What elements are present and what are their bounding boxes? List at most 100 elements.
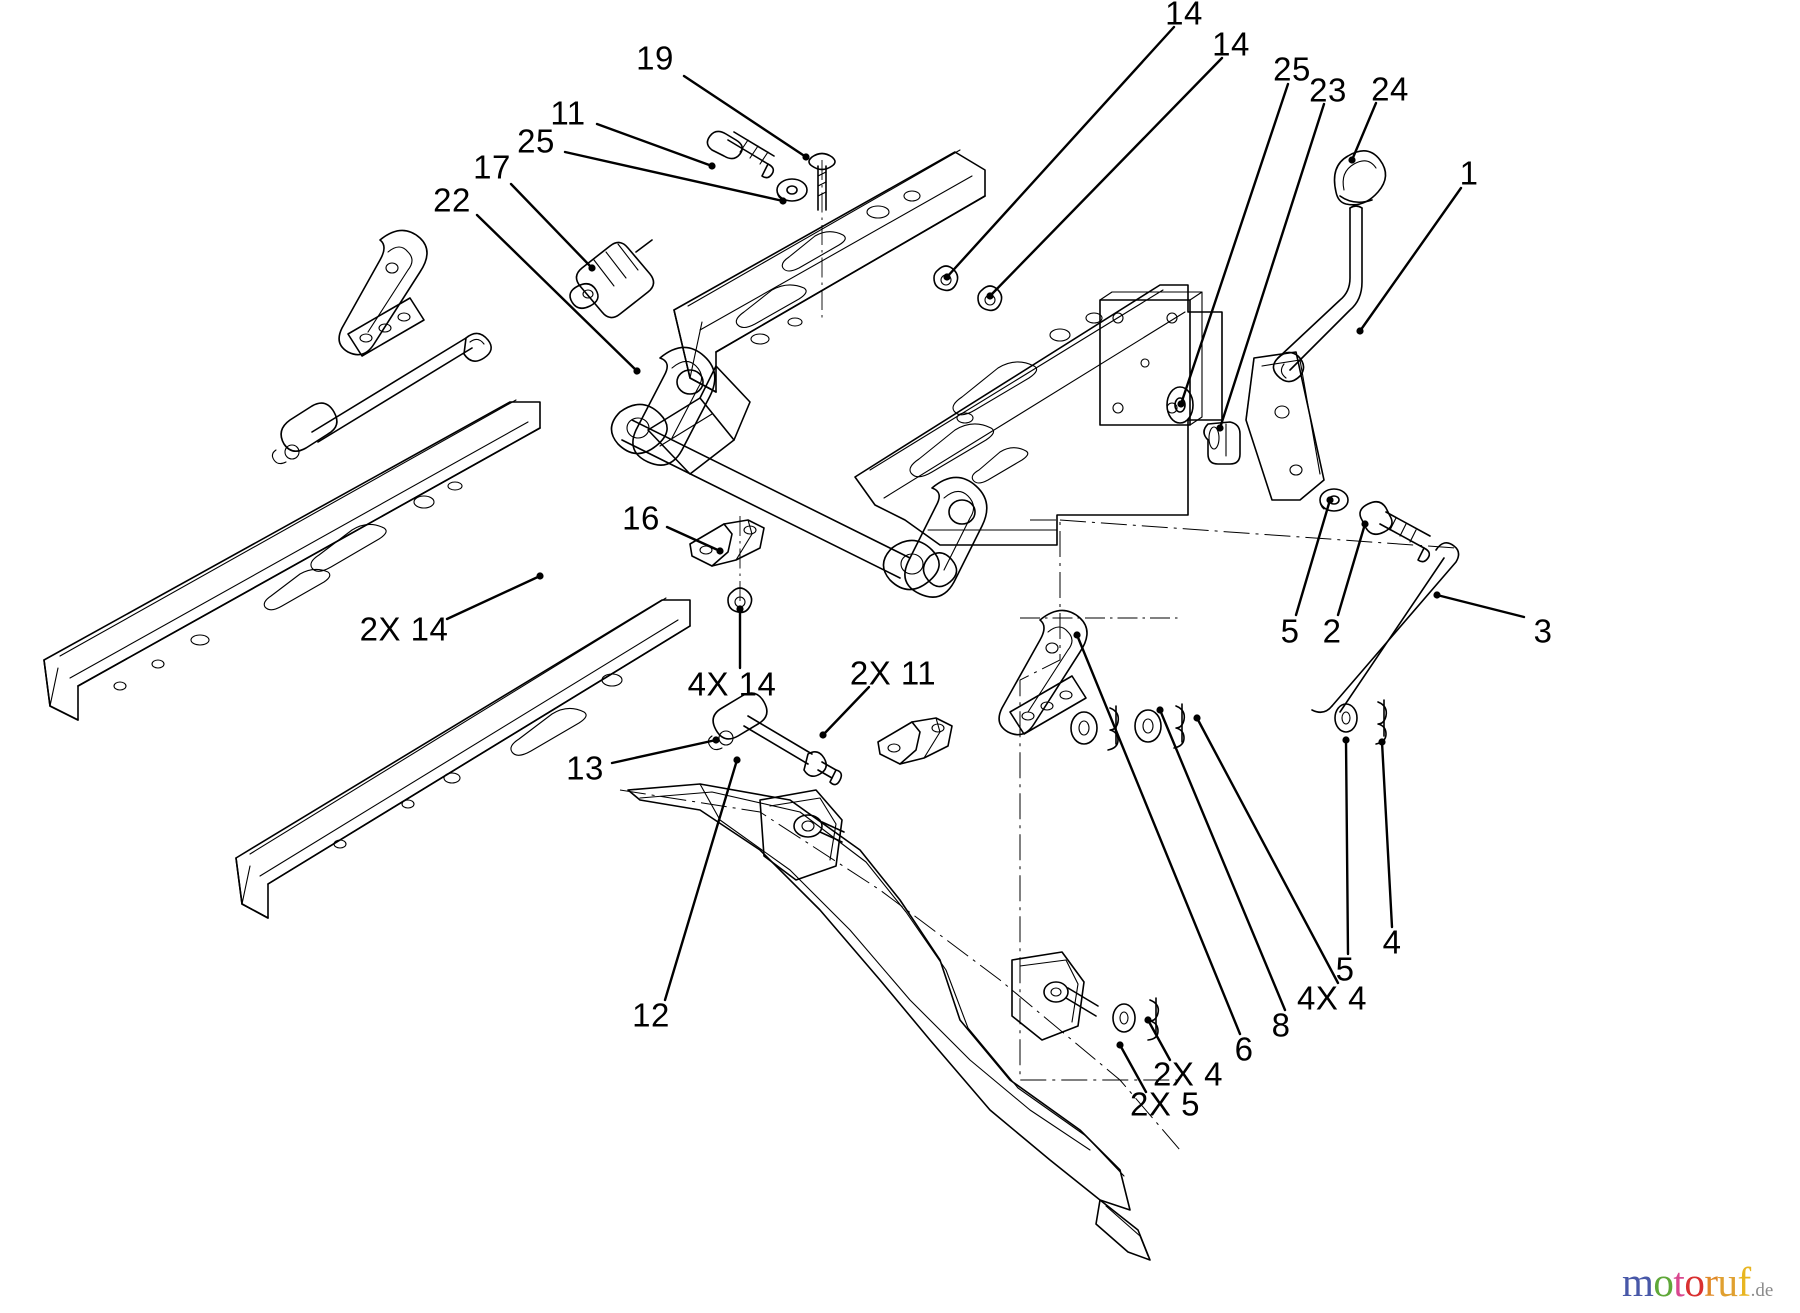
part-spacer-25-right [1166,386,1241,465]
callout-c17: 17 [473,148,511,186]
leader-line-c16 [665,525,722,553]
watermark-letter-2: t [1673,1259,1685,1305]
callout-c23: 23 [1309,71,1347,109]
leader-line-c8 [1158,708,1287,1012]
watermark-letter-0: m [1622,1259,1654,1305]
callout-c16: 16 [622,499,660,537]
leader-line-c2x14 [445,574,542,621]
callout-c3: 3 [1533,612,1553,650]
leader-line-c24 [1350,101,1378,162]
watermark-letter-5: u [1717,1259,1738,1305]
watermark-letter-3: o [1684,1259,1705,1305]
part-cylinder-17 [569,239,655,319]
part-cable-clamp-lower [877,717,953,765]
callout-c1: 1 [1459,154,1479,192]
leader-terminator-c3 [1433,591,1441,599]
callout-c5a: 5 [1280,612,1300,650]
leader-line-c5a [1294,498,1332,617]
leader-terminator-c24 [1348,156,1356,164]
callout-c2: 2 [1322,612,1342,650]
callout-c25b: 25 [1273,50,1311,88]
leader-line-c25b [1179,82,1290,406]
leader-line-c6 [1075,633,1242,1036]
leader-terminator-c14b [986,292,994,300]
part-lift-lever-1 [1272,205,1363,383]
part-shoulder-bolt-2x11 [803,750,843,786]
leader-lines [445,25,1526,1094]
part-lower-left-frame-rail-upper [43,399,541,721]
motoruf-watermark: motoruf.de [1622,1262,1798,1310]
leader-line-c19 [682,74,808,159]
leader-line-c23 [1218,102,1326,430]
leader-line-c14a [945,25,1176,279]
leader-terminator-c4 [1378,738,1386,746]
leader-line-c11 [595,122,714,168]
leader-line-c2 [1336,522,1367,617]
callout-c14b: 14 [1212,25,1250,63]
leader-line-c14b [988,56,1224,298]
leader-line-c1 [1358,186,1463,333]
leader-line-c5b [1344,738,1350,956]
part-bolt-19 [808,152,836,320]
callout-c11: 11 [550,94,586,132]
callout-c8: 8 [1271,1006,1291,1044]
leader-terminator-c5a [1326,496,1334,504]
leader-line-c3 [1435,593,1526,619]
leader-line-c2x11 [821,685,871,737]
part-shoulder-bolt-11 [706,130,775,179]
part-bolt-2 [1359,500,1431,563]
callout-c4x4: 4X 4 [1297,979,1367,1017]
leader-terminator-c22 [633,367,641,375]
part-right-lift-arm-plate-6 [998,609,1088,736]
callout-c4x14: 4X 14 [687,665,777,703]
callout-c14a: 14 [1165,0,1203,32]
part-lower-left-frame-rail-lower [235,597,691,919]
leader-terminator-c11 [708,162,716,170]
leader-line-c25a [563,150,785,203]
leader-terminator-c12 [733,756,741,764]
part-washer-4-right [1334,703,1358,733]
leader-terminator-c8 [1156,706,1164,714]
leader-terminator-c6 [1073,631,1081,639]
leader-terminator-c2x14 [536,572,544,580]
callout-c6: 6 [1234,1030,1254,1068]
part-lever-knob-24 [1333,150,1387,206]
leader-terminator-c4x4 [1193,714,1201,722]
leader-line-c17 [509,182,594,270]
callout-c22: 22 [433,181,471,219]
part-center-lift-shaft [610,346,988,598]
leader-terminator-c4x14 [736,605,744,613]
leader-terminator-c17 [588,264,596,272]
leader-terminator-c1 [1356,327,1364,335]
watermark-suffix: .de [1750,1280,1774,1301]
leader-terminator-c2x4 [1144,1016,1152,1024]
leader-line-c22 [475,213,639,373]
leader-line-c2x4 [1146,1018,1172,1062]
part-washer-5-right [1319,488,1349,512]
callout-c4: 4 [1382,923,1402,961]
leader-line-c13 [610,738,718,765]
callout-c2x5: 2X 5 [1130,1085,1200,1123]
watermark-letter-6: f [1737,1259,1751,1305]
part-upper-left-frame-rail [673,149,986,393]
part-upper-right-frame-rail [854,284,1223,546]
part-rod-clevis-13 [707,692,813,765]
part-lower-deck-frame-12 [627,783,1160,1261]
callout-c19: 19 [636,39,674,77]
watermark-letter-4: r [1704,1259,1718,1305]
watermark-letters: motoruf [1622,1259,1751,1305]
leader-terminator-c2x5 [1116,1041,1124,1049]
leader-terminator-c23 [1216,424,1224,432]
part-long-rod-3 [1059,519,1460,714]
leader-terminator-c25a [779,197,787,205]
leader-terminator-c2 [1361,520,1369,528]
callout-c13: 13 [566,749,604,787]
callout-c25a: 25 [517,122,555,160]
callout-c12: 12 [632,996,670,1034]
part-lever-plate-23 [1245,351,1325,501]
leader-line-c12 [663,758,739,1002]
callout-c2x4: 2X 4 [1153,1055,1223,1093]
part-left-push-rod [271,332,492,465]
